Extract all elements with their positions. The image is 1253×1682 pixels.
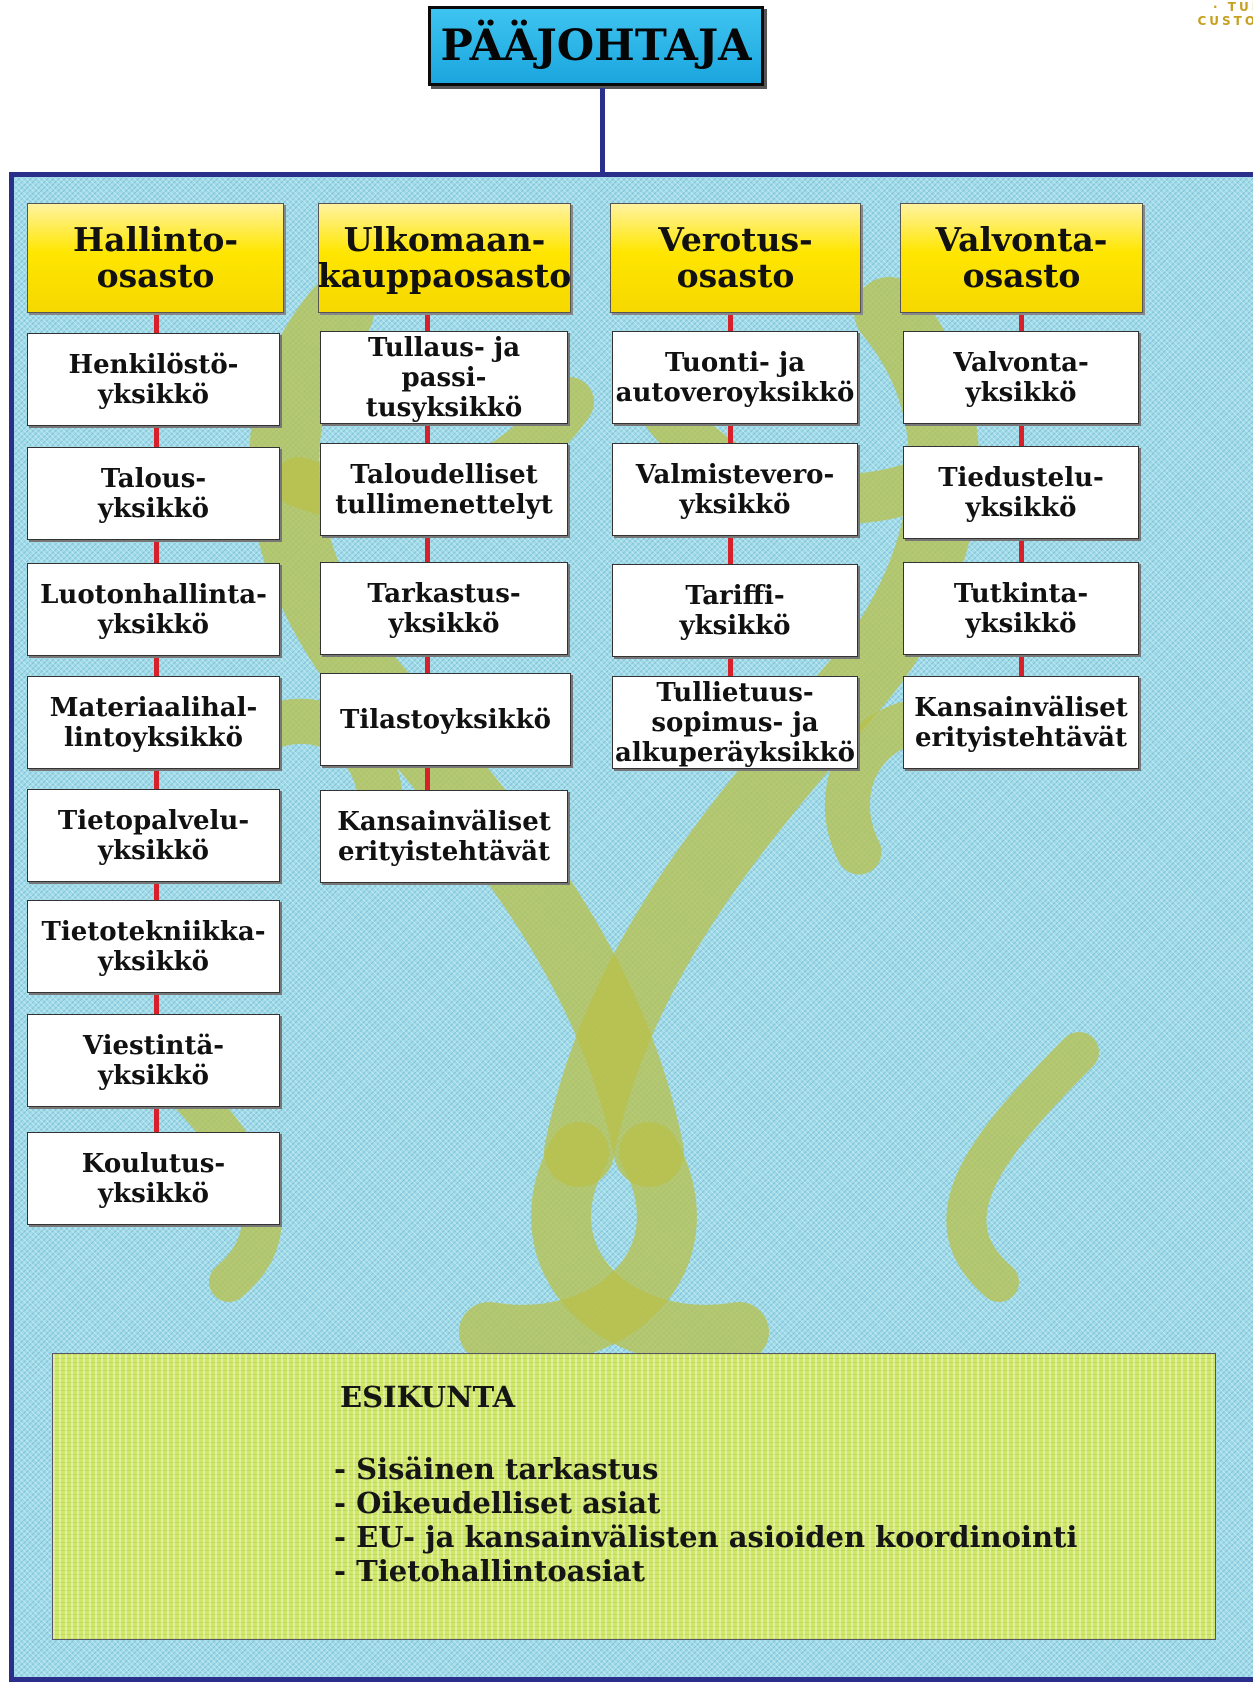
unit-label: Henkilöstö- yksikkö — [68, 349, 239, 410]
unit-label: Tullietuus- sopimus- ja alkuperäyksikkö — [615, 677, 855, 768]
unit-label: Tilastoyksikkö — [340, 704, 551, 735]
department-valvonta-header: Valvonta- osasto — [900, 203, 1143, 313]
customs-logo: · TULL CUSTOM — [1197, 0, 1253, 28]
unit-box: Tariffi- yksikkö — [612, 564, 858, 657]
department-valvonta-label: Valvonta- osasto — [935, 220, 1108, 295]
unit-label: Luotonhallinta- yksikkö — [40, 579, 267, 640]
director-label: PÄÄJOHTAJA — [440, 21, 752, 71]
unit-box: Kansainväliset erityistehtävät — [320, 790, 568, 883]
unit-label: Tuonti- ja autoveroyksikkö — [615, 347, 855, 408]
unit-label: Materiaalihal- lintoyksikkö — [49, 692, 258, 753]
unit-box: Valmistevero- yksikkö — [612, 443, 858, 536]
unit-label: Tietotekniikka- yksikkö — [41, 916, 266, 977]
unit-box: Tullietuus- sopimus- ja alkuperäyksikkö — [612, 676, 858, 769]
unit-label: Valvonta- yksikkö — [953, 347, 1089, 408]
unit-box: Henkilöstö- yksikkö — [27, 333, 280, 426]
unit-box: Tuonti- ja autoveroyksikkö — [612, 331, 858, 424]
department-verotus-label: Verotus- osasto — [658, 220, 813, 295]
unit-box: Tiedustelu- yksikkö — [903, 446, 1139, 539]
unit-label: Tutkinta- yksikkö — [953, 578, 1089, 639]
unit-box: Materiaalihal- lintoyksikkö — [27, 676, 280, 769]
unit-label: Kansainväliset erityistehtävät — [914, 692, 1128, 753]
unit-box: Valvonta- yksikkö — [903, 331, 1139, 424]
unit-label: Kansainväliset erityistehtävät — [337, 806, 551, 867]
director-box: PÄÄJOHTAJA — [428, 6, 764, 86]
staff-panel — [52, 1353, 1216, 1640]
unit-box: Tutkinta- yksikkö — [903, 562, 1139, 655]
unit-label: Talous- yksikkö — [97, 463, 209, 524]
staff-list-item: - EU- ja kansainvälisten asioiden koordi… — [334, 1520, 1078, 1554]
department-ulkomaankauppa-header: Ulkomaan- kauppaosasto — [318, 203, 571, 313]
unit-box: Tilastoyksikkö — [320, 673, 571, 766]
department-ulkomaankauppa-label: Ulkomaan- kauppaosasto — [317, 220, 572, 295]
unit-box: Tarkastus- yksikkö — [320, 562, 568, 655]
staff-list-item: - Sisäinen tarkastus — [334, 1452, 659, 1486]
department-hallinto-header: Hallinto- osasto — [27, 203, 284, 313]
logo-line-1: · TULL — [1213, 0, 1253, 14]
staff-list: - Sisäinen tarkastus - Oikeudelliset asi… — [334, 1452, 1077, 1588]
unit-label: Koulutus- yksikkö — [81, 1148, 226, 1209]
unit-box: Tietotekniikka- yksikkö — [27, 900, 280, 993]
unit-label: Viestintä- yksikkö — [82, 1030, 225, 1091]
unit-label: Valmistevero- yksikkö — [635, 459, 835, 520]
unit-box: Taloudelliset tullimenettelyt — [320, 443, 568, 536]
department-hallinto-label: Hallinto- osasto — [72, 220, 239, 295]
staff-list-item: - Tietohallintoasiat — [334, 1554, 645, 1588]
unit-label: Tullaus- ja passi- tusyksikkö — [365, 332, 523, 423]
unit-box: Kansainväliset erityistehtävät — [903, 676, 1139, 769]
unit-label: Tariffi- yksikkö — [679, 580, 791, 641]
logo-line-2: CUSTOM — [1197, 14, 1253, 28]
unit-box: Talous- yksikkö — [27, 447, 280, 540]
staff-list-item: - Oikeudelliset asiat — [334, 1486, 661, 1520]
unit-box: Tietopalvelu- yksikkö — [27, 789, 280, 882]
department-verotus-header: Verotus- osasto — [610, 203, 861, 313]
unit-box: Luotonhallinta- yksikkö — [27, 563, 280, 656]
unit-box: Koulutus- yksikkö — [27, 1132, 280, 1225]
unit-label: Tarkastus- yksikkö — [367, 578, 521, 639]
connector-line-ulkomaankauppa — [425, 310, 430, 792]
unit-label: Tietopalvelu- yksikkö — [57, 805, 250, 866]
unit-label: Tiedustelu- yksikkö — [938, 462, 1104, 523]
unit-box: Viestintä- yksikkö — [27, 1014, 280, 1107]
unit-label: Taloudelliset tullimenettelyt — [335, 459, 553, 520]
staff-title: ESIKUNTA — [340, 1380, 516, 1414]
unit-box: Tullaus- ja passi- tusyksikkö — [320, 331, 568, 424]
director-connector — [600, 88, 605, 174]
